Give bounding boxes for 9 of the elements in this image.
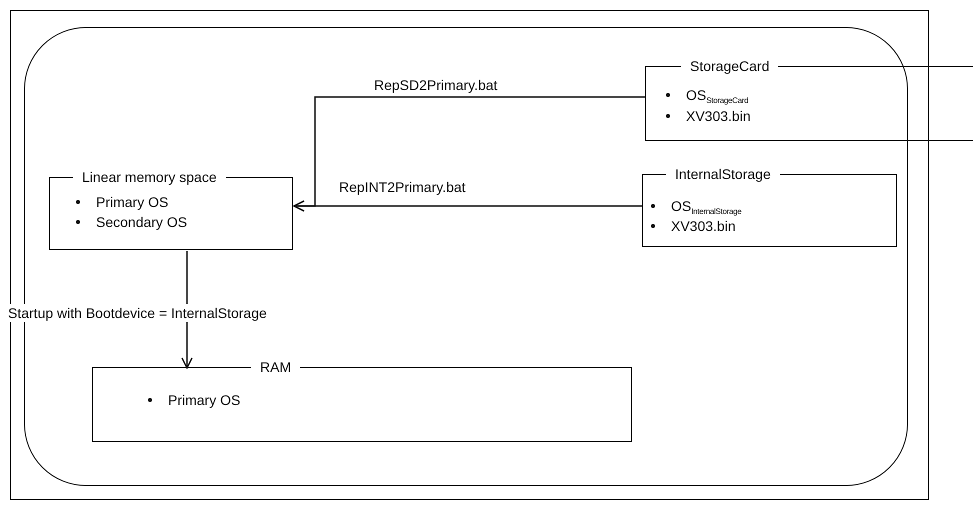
edge-label: Startup with Bootdevice = InternalStorage <box>6 304 269 322</box>
arrow <box>293 200 643 212</box>
list-item: XV303.bin <box>671 217 736 235</box>
list-item: OS$_{StorageCard}$ <box>686 86 748 107</box>
list-item: Secondary OS <box>96 213 188 231</box>
list-item: XV303.bin <box>686 107 751 125</box>
list-item: Primary OS <box>168 391 240 409</box>
list-item: OS$_{InternalStorage}$ <box>671 197 742 218</box>
list-item: Primary OS <box>96 193 168 211</box>
